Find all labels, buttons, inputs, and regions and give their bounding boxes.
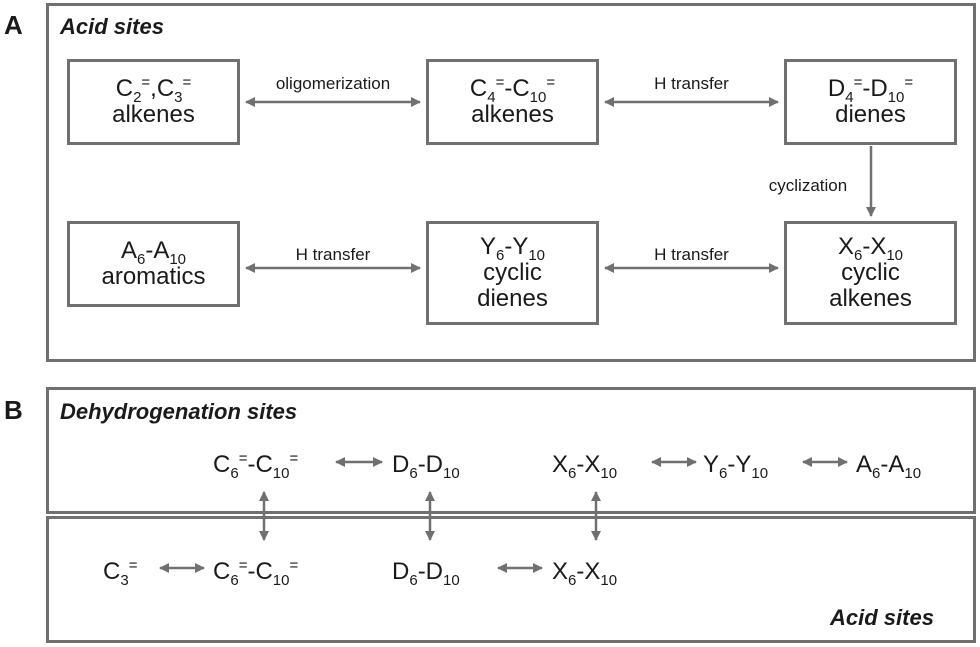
node-d4-d10-dienes: D4=-D10= dienes (784, 59, 957, 145)
node-c2-c3-alkenes: C2=,C3= alkenes (67, 59, 240, 145)
dehydrogenation-sites-frame (46, 387, 976, 514)
panel-a-title: Acid sites (60, 14, 164, 39)
edge-label-h-transfer: H transfer (295, 245, 371, 264)
node-c4-c10-alkenes: C4=-C10= alkenes (426, 59, 599, 145)
node-label: cyclic (483, 259, 542, 286)
acid-sites-frame (46, 516, 976, 643)
edge-label-oligomerization: oligomerization (275, 74, 391, 93)
node-formula: Y6-Y10 (479, 233, 546, 264)
node-label: dienes (835, 101, 906, 128)
edge-label-cyclization: cyclization (768, 176, 848, 195)
panel-b-letter: B (4, 395, 23, 425)
node-formula: C2=,C3= (115, 74, 192, 106)
chem-a6-a10: A6-A10 (856, 451, 922, 482)
panel-a-frame (46, 3, 976, 362)
node-formula: A6-A10 (120, 237, 187, 268)
node-label: aromatics (101, 263, 206, 290)
chem-c3-alkene: C3= (103, 557, 138, 589)
node-label: dienes (477, 285, 548, 312)
chem-d6-d10: D6-D10 (392, 558, 460, 589)
node-a6-a10-aromatics: A6-A10 aromatics (67, 221, 240, 307)
chem-d6-d10: D6-D10 (392, 451, 460, 482)
edge-label-h-transfer: H transfer (654, 245, 729, 264)
edge-label-h-transfer: H transfer (654, 74, 729, 93)
node-label: alkenes (471, 101, 554, 128)
node-y6-y10-cyclic-dienes: Y6-Y10 cyclic dienes (426, 221, 599, 325)
dehydrogenation-sites-title: Dehydrogenation sites (60, 399, 298, 424)
panel-a-letter: A (4, 10, 23, 40)
node-formula: X6-X10 (837, 233, 904, 264)
node-label: cyclic (841, 259, 900, 286)
chem-x6-x10: X6-X10 (552, 558, 618, 589)
node-x6-x10-cyclic-alkenes: X6-X10 cyclic alkenes (784, 221, 957, 325)
acid-sites-title: Acid sites (830, 605, 934, 630)
node-label: alkenes (112, 101, 195, 128)
node-formula: C4=-C10= (469, 74, 556, 106)
chem-x6-x10: X6-X10 (552, 451, 618, 482)
chem-c6-c10-alkenes: C6=-C10= (213, 557, 299, 589)
node-formula: D4=-D10= (827, 74, 914, 106)
chem-c6-c10-alkenes: C6=-C10= (213, 450, 299, 482)
node-label: alkenes (829, 285, 912, 312)
chem-y6-y10: Y6-Y10 (703, 451, 769, 482)
